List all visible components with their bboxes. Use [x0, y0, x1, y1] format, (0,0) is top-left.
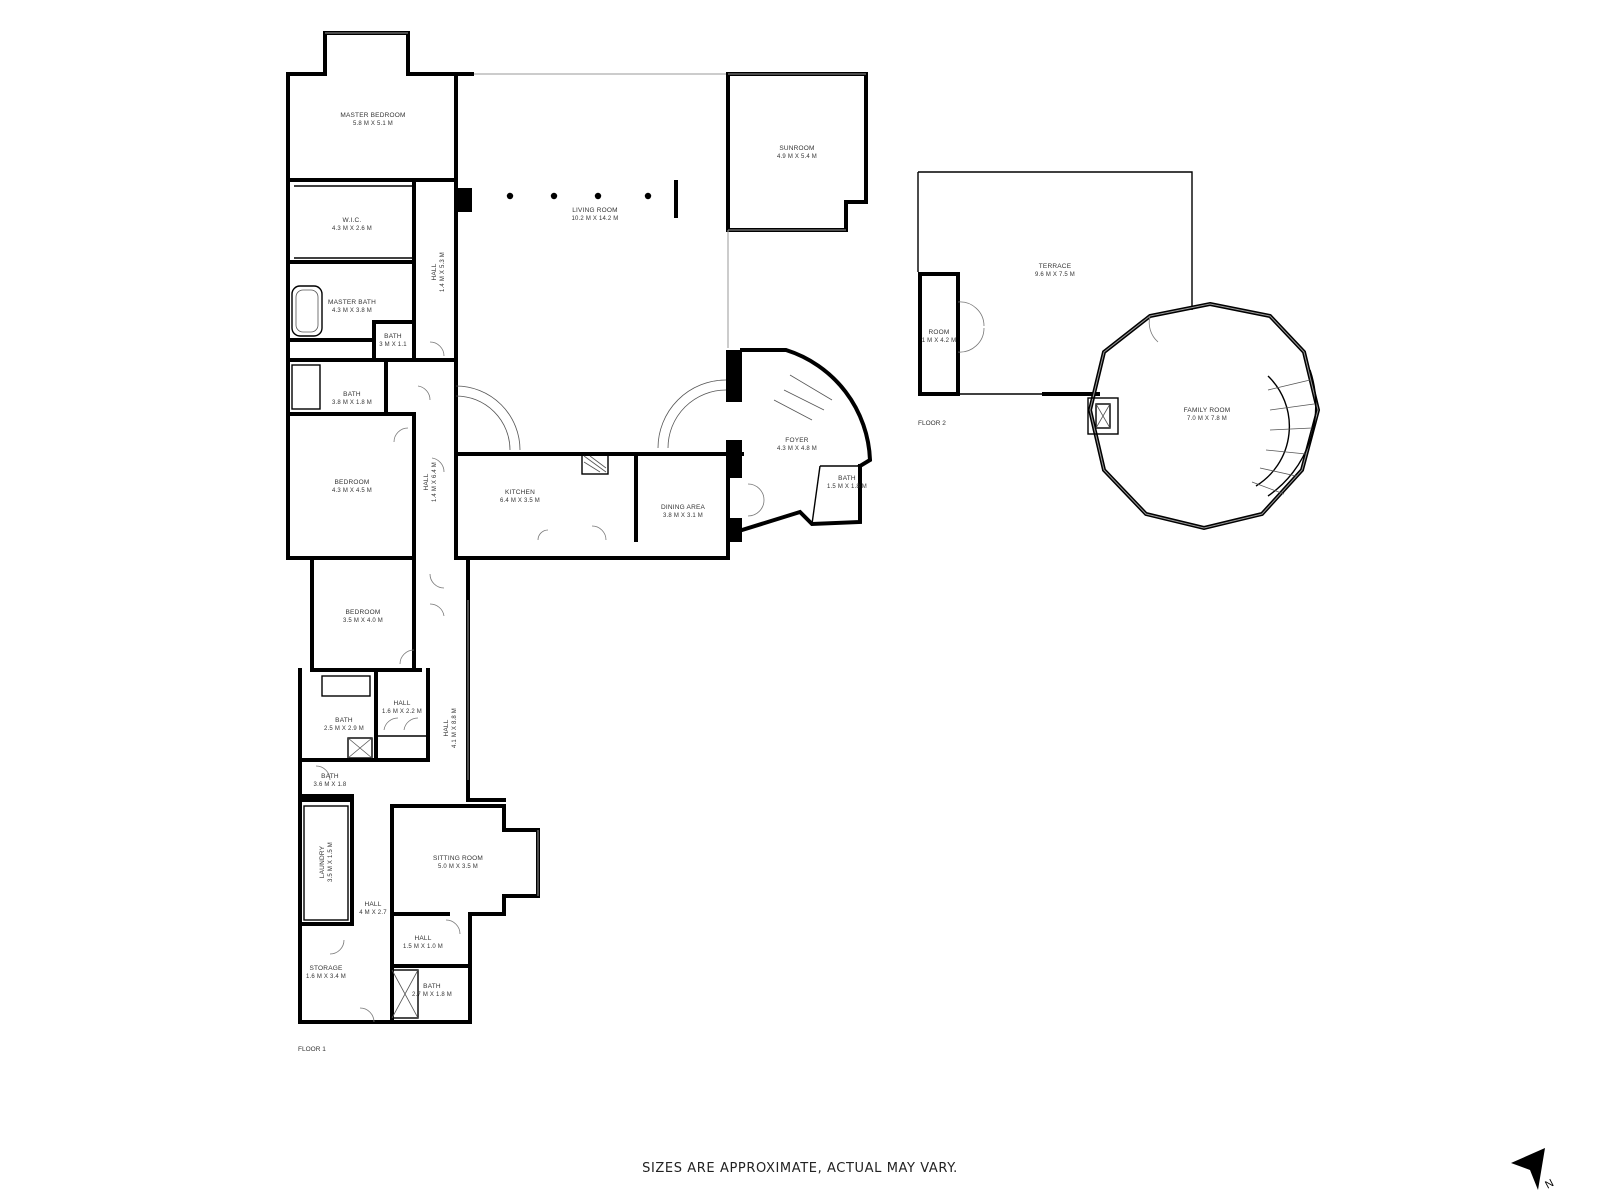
room-size: 7.0 M X 7.8 M [1187, 416, 1227, 422]
room-name: BATH [335, 717, 353, 724]
room-name: LAUNDRY [319, 845, 326, 878]
room-size: 3.8 M X 1.8 M [332, 400, 372, 406]
room-name: LIVING ROOM [572, 207, 618, 214]
room-name: SITTING ROOM [433, 855, 483, 862]
north-label: N [1543, 1177, 1556, 1191]
room-size: 4.3 M X 3.8 M [332, 308, 372, 314]
room-size: 4.1 M X 8.8 M [452, 708, 458, 748]
room-name: BEDROOM [335, 479, 370, 486]
room-name: ROOM [928, 329, 949, 336]
room-size: 1.6 M X 2.2 M [382, 709, 422, 715]
room-size: 4.3 M X 4.8 M [777, 446, 817, 452]
floor-1-label: FLOOR 1 [298, 1046, 326, 1053]
room-name: HALL [393, 700, 410, 707]
room-size: 1.4 M X 5.3 M [440, 252, 446, 292]
room-name: BEDROOM [346, 609, 381, 616]
room-name: BATH [384, 333, 402, 340]
room-name: KITCHEN [505, 489, 535, 496]
room-name: MASTER BEDROOM [340, 112, 405, 119]
room-size: 1.4 M X 6.4 M [432, 462, 438, 502]
room-size: 4.9 M X 5.4 M [777, 154, 817, 160]
room-size: 3.8 M X 3.1 M [663, 513, 703, 519]
room-name: TERRACE [1039, 263, 1072, 270]
room-name: HALL [443, 719, 450, 736]
disclaimer-text: SIZES ARE APPROXIMATE, ACTUAL MAY VARY. [642, 1161, 958, 1176]
room-size: 4.3 M X 2.6 M [332, 226, 372, 232]
room-labels: MASTER BEDROOM 5.8 M X 5.1 M LIVING ROOM… [306, 112, 1230, 998]
north-arrow-icon [1511, 1148, 1545, 1190]
room-size: 9.6 M X 7.5 M [1035, 272, 1075, 278]
room-size: 3.5 M X 4.0 M [343, 618, 383, 624]
floor-1-doors [315, 341, 765, 1023]
room-size: 5.8 M X 5.1 M [353, 121, 393, 127]
room-name: HALL [423, 473, 430, 490]
room-size: 10.2 M X 14.2 M [571, 216, 618, 222]
room-name: BATH [343, 391, 361, 398]
room-name: DINING AREA [661, 504, 706, 511]
room-size: 1.5 M X 1.0 M [403, 944, 443, 950]
room-size: 1.6 M X 3.4 M [306, 974, 346, 980]
room-size: 3.6 M X 1.8 [314, 782, 347, 788]
room-size: 4 M X 2.7 [359, 910, 387, 916]
room-name: BATH [838, 475, 856, 482]
room-name: FAMILY ROOM [1184, 407, 1231, 414]
room-size: 6.4 M X 3.5 M [500, 498, 540, 504]
room-name: MASTER BATH [328, 299, 376, 306]
room-size: 1 M X 4.2 M [922, 338, 957, 344]
floor-2-label: FLOOR 2 [918, 420, 946, 427]
room-name: HALL [431, 263, 438, 280]
room-size: 5.0 M X 3.5 M [438, 864, 478, 870]
room-size: 1.5 M X 1.8 M [827, 484, 867, 490]
room-name: HALL [414, 935, 431, 942]
room-name: SUNROOM [779, 145, 814, 152]
floor-2-walls [917, 171, 1321, 531]
room-size: 3 M X 1.1 [379, 342, 407, 348]
room-size: 2.7 M X 1.8 M [412, 992, 452, 998]
room-name: STORAGE [309, 965, 343, 972]
room-size: 3.5 M X 1.5 M [328, 842, 334, 882]
floor-1-walls [286, 31, 873, 1024]
room-name: FOYER [785, 437, 808, 444]
room-size: 4.3 M X 4.5 M [332, 488, 372, 494]
room-name: BATH [321, 773, 339, 780]
room-name: HALL [364, 901, 381, 908]
room-name: BATH [423, 983, 441, 990]
room-size: 2.5 M X 2.9 M [324, 726, 364, 732]
room-name: W.I.C. [343, 217, 362, 224]
